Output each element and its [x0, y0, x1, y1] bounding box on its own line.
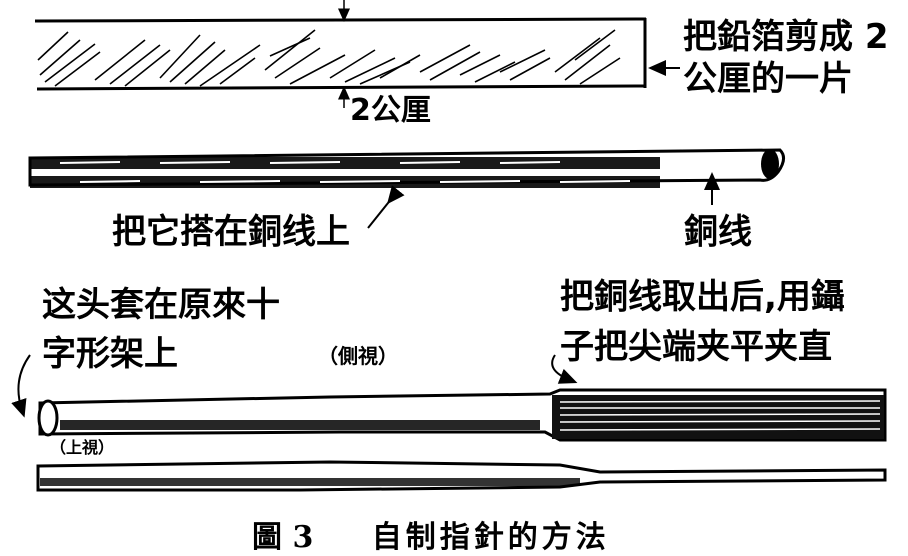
side-view-label: （側視）	[318, 344, 398, 368]
flatten-instruction-line1: 把銅线取出后,用鑷	[560, 277, 845, 317]
flatten-instruction-line2: 子把尖端夹平夹直	[560, 327, 832, 367]
strip-instruction-line1: 把鉛箔剪成 2	[683, 17, 889, 57]
end-note-line1: 这头套在原來十	[42, 285, 280, 325]
foil-strip	[34, 0, 680, 108]
wrapped-wire	[28, 148, 785, 229]
caption-number: 圖 3	[252, 520, 314, 555]
side-view-needle	[11, 354, 887, 442]
strip-instruction-line2: 公厘的一片	[683, 59, 853, 99]
figure-caption: 圖 3 自制指針的方法	[252, 512, 610, 556]
copper-wire-label: 銅线	[684, 212, 752, 252]
caption-title: 自制指針的方法	[371, 520, 610, 555]
top-view-needle	[36, 460, 887, 492]
end-note-line2: 字形架上	[42, 334, 178, 374]
wrap-instruction-label: 把它搭在銅线上	[112, 212, 350, 252]
top-view-label: （上視）	[50, 438, 115, 457]
width-dimension-label: 2公厘	[350, 93, 431, 128]
